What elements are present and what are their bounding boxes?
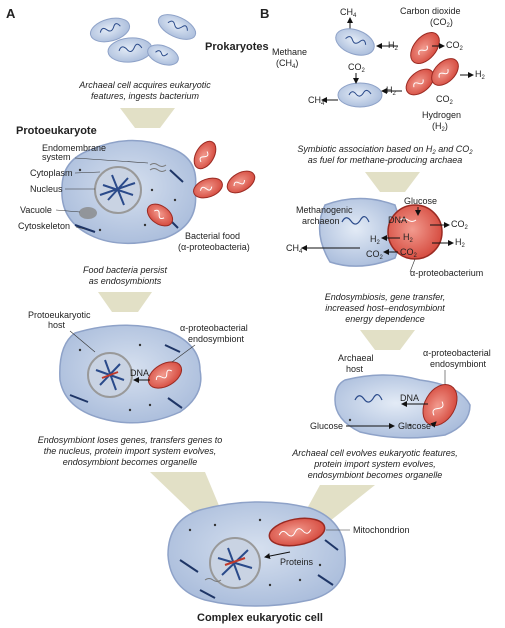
- bacterial-food-label-2: (α-proteobacteria): [178, 242, 250, 252]
- co2-b1-label: CO2: [446, 40, 464, 52]
- carbon-dioxide-formula: (CO2): [430, 17, 453, 29]
- step-b2-line2: increased host–endosymbiont: [325, 303, 445, 313]
- alpha-endo-b-label-1: α-proteobacterial: [423, 348, 491, 358]
- panel-b-letter: B: [260, 6, 269, 21]
- final-title: Complex eukaryotic cell: [197, 612, 323, 624]
- step-a2-line2: as endosymbionts: [89, 276, 162, 286]
- cytoplasm-label: Cytoplasm: [30, 168, 73, 178]
- step-b1-line2: as fuel for methane-producing archaea: [308, 155, 463, 165]
- h2-b3-label: H2: [475, 69, 486, 81]
- protoeukaryote-label: Protoeukaryote: [16, 125, 97, 137]
- co2-b6-label: CO2: [400, 247, 418, 259]
- co2-b2-label: CO2: [348, 62, 366, 74]
- alpha-endo-a-label-1: α-proteobacterial: [180, 323, 248, 333]
- step-b1-line1: Symbiotic association based on H2 and CO…: [297, 144, 473, 156]
- step-a2-line1: Food bacteria persist: [83, 265, 168, 275]
- step-b3-line3: endosymbiont becomes organelle: [308, 470, 443, 480]
- h2-b5-label: H2: [370, 234, 381, 246]
- ch4-b3-label: CH4: [286, 243, 303, 255]
- step-b2-line1: Endosymbiosis, gene transfer,: [325, 292, 446, 302]
- glucose-b2-label: Glucose: [404, 196, 437, 206]
- ch4-b2-label: CH4: [308, 95, 325, 107]
- methanogen-group-b1: [335, 28, 459, 108]
- cytoskeleton-label: Cytoskeleton: [18, 221, 70, 231]
- archaeal-host-cell: [334, 374, 471, 439]
- panel-a-letter: A: [6, 6, 16, 21]
- bacterial-food: [146, 140, 256, 227]
- protoeukaryote-cell: [61, 139, 197, 245]
- arrow-b1: [365, 172, 420, 192]
- prokaryote-cells: [89, 14, 197, 66]
- complex-eukaryotic-cell: [167, 501, 346, 607]
- dna-b2-label: DNA: [388, 215, 407, 225]
- endomembrane-label-1: Endomembrane: [42, 143, 106, 153]
- h2-b2-label: H2: [386, 85, 397, 97]
- step-a3-line1: Endosymbiont loses genes, transfers gene…: [38, 435, 223, 445]
- step-a3-line3: endosymbiont becomes organelle: [63, 457, 198, 467]
- archaeal-host-label-2: host: [346, 364, 364, 374]
- methane-label: Methane: [272, 47, 307, 57]
- methanogen-bacterium-consortium: [318, 197, 443, 267]
- protoeuk-host-label-1: Protoeukaryotic: [28, 310, 91, 320]
- step-b3-line2: protein import system evolves,: [313, 459, 436, 469]
- hydrogen-formula: (H2): [432, 121, 448, 133]
- bacterial-food-label-1: Bacterial food: [185, 231, 240, 241]
- co2-b4-label: CO2: [451, 219, 469, 231]
- dna-a-label: DNA: [130, 368, 149, 378]
- alpha-endo-b-label-2: endosymbiont: [430, 359, 487, 369]
- alpha-bacterium-label: α-proteobacterium: [410, 268, 483, 278]
- prokaryotes-label: Prokaryotes: [205, 41, 269, 53]
- step-a3-line2: the nucleus, protein import system evolv…: [44, 446, 217, 456]
- nucleus-label: Nucleus: [30, 184, 63, 194]
- arrow-a1: [120, 108, 175, 128]
- methanogenic-label-2: archaeon: [302, 216, 340, 226]
- methane-formula: (CH4): [276, 58, 298, 70]
- co2-b5-label: CO2: [366, 249, 384, 261]
- mitochondrion-label: Mitochondrion: [353, 525, 410, 535]
- step-a1-line1: Archaeal cell acquires eukaryotic: [78, 80, 211, 90]
- glucose-b3-inner-label: Glucose: [398, 421, 431, 431]
- glucose-b3-outer-label: Glucose: [310, 421, 343, 431]
- protoeukaryotic-host-cell: [59, 324, 202, 424]
- arrow-b2: [360, 330, 415, 350]
- protoeuk-host-label-2: host: [48, 320, 66, 330]
- hydrogen-label: Hydrogen: [422, 110, 461, 120]
- h2-b4-label: H2: [455, 237, 466, 249]
- step-a1-line2: features, ingests bacterium: [91, 91, 200, 101]
- proteins-label: Proteins: [280, 557, 314, 567]
- endomembrane-label-2: system: [42, 152, 71, 162]
- alpha-endo-a-label-2: endosymbiont: [188, 334, 245, 344]
- step-b3-line1: Archaeal cell evolves eukaryotic feature…: [291, 448, 458, 458]
- vacuole-label: Vacuole: [20, 205, 52, 215]
- archaeal-host-label-1: Archaeal: [338, 353, 374, 363]
- h2-b6-label: H2: [403, 232, 414, 244]
- h2-b1-label: H2: [388, 40, 399, 52]
- arrow-a2: [98, 292, 152, 312]
- step-b2-line3: energy dependence: [345, 314, 425, 324]
- co2-b3-label: CO2: [436, 94, 454, 106]
- carbon-dioxide-label: Carbon dioxide: [400, 6, 461, 16]
- dna-b3-label: DNA: [400, 393, 419, 403]
- ch4-top-label: CH4: [340, 7, 357, 19]
- methanogenic-label-1: Methanogenic: [296, 205, 353, 215]
